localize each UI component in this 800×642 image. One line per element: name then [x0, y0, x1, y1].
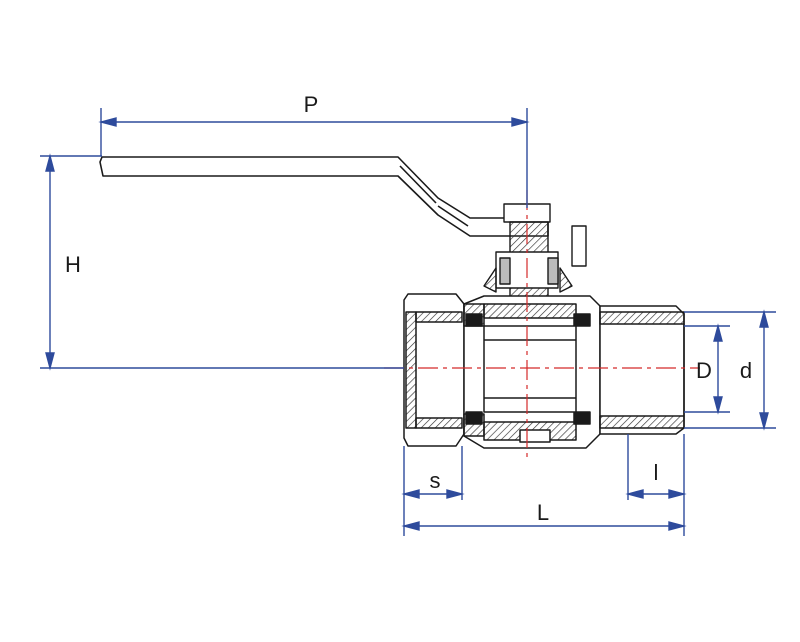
valve-body: [403, 293, 685, 449]
dimension-label-l: l: [654, 460, 659, 485]
dimension-label-d: d: [740, 358, 752, 383]
dimension-lines: [40, 108, 776, 536]
dimension-label-L: L: [537, 500, 549, 525]
dimension-label-s: s: [430, 468, 441, 493]
dimension-label-D: D: [696, 358, 712, 383]
dimension-label-p: P: [304, 92, 319, 117]
valve-stem: [483, 203, 587, 305]
dimension-labels: P H D d s l L: [65, 92, 752, 525]
dimension-label-h: H: [65, 252, 81, 277]
lever-handle: [99, 156, 549, 237]
centerlines: [384, 190, 700, 462]
